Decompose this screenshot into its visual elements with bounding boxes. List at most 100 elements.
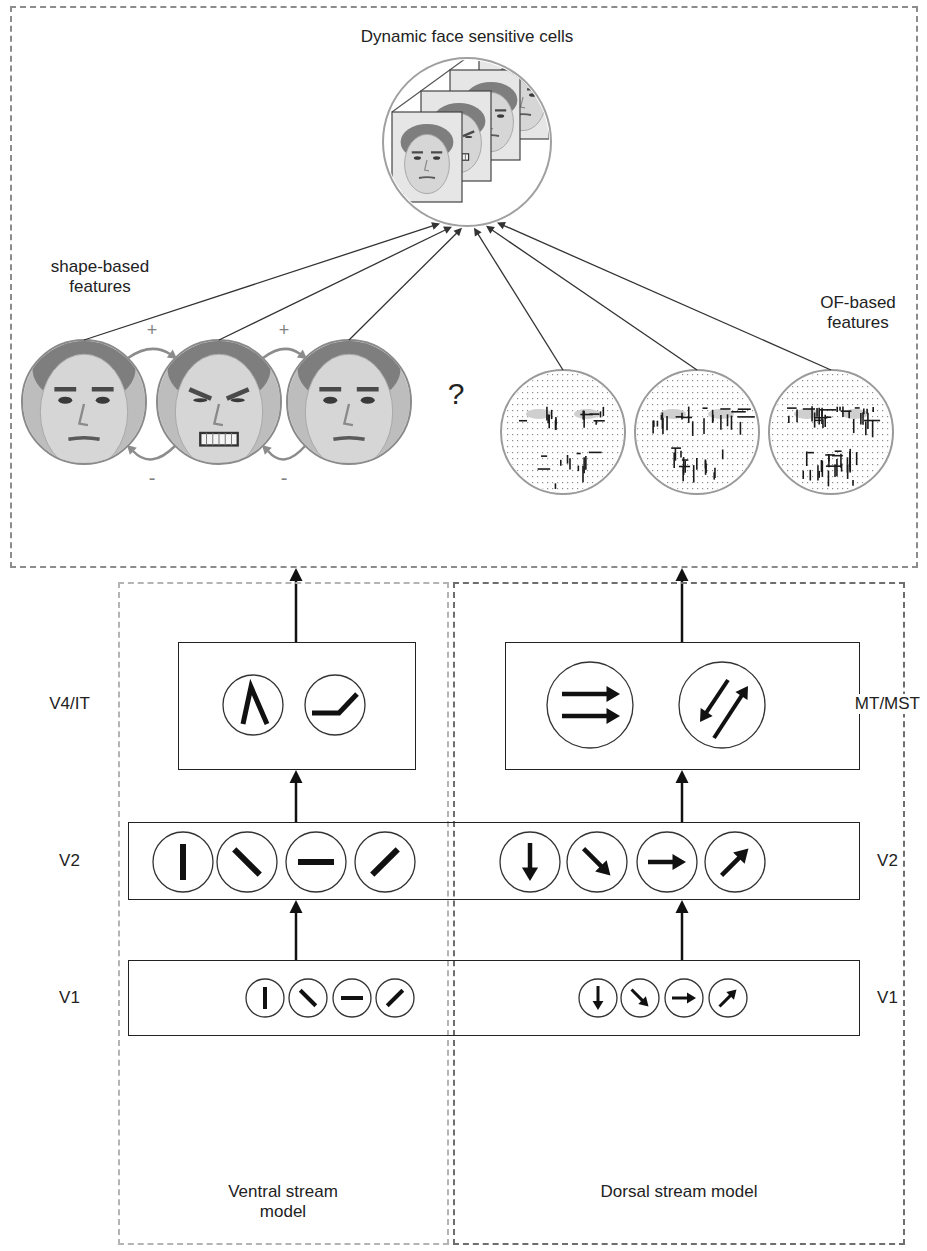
flow-vector	[820, 409, 837, 411]
cell-circle	[383, 58, 551, 226]
flow-vector	[836, 459, 838, 476]
filter-circle	[333, 979, 371, 1017]
connector	[290, 568, 303, 642]
orientation-bar	[180, 844, 186, 880]
motion-arrow	[562, 708, 620, 724]
circle-ground	[501, 370, 625, 494]
arrow-shaft	[219, 230, 446, 340]
arrow-head	[676, 900, 689, 913]
motion-arrow	[700, 680, 728, 722]
eyebrow	[357, 387, 379, 392]
filter-circle	[665, 979, 703, 1017]
eyebrow	[189, 389, 211, 398]
feature-arrow	[84, 222, 440, 340]
eye	[193, 398, 207, 402]
text-slot: -	[281, 466, 288, 490]
flow-vector	[560, 460, 562, 466]
flow-vector	[872, 407, 874, 412]
flow-vector	[806, 451, 808, 466]
flow-vector	[738, 408, 751, 410]
nose	[425, 160, 429, 171]
arrow-head	[497, 222, 506, 229]
mouth	[419, 176, 435, 179]
stream-box: Ventral stream modelV4/IT	[118, 582, 449, 1245]
flow-vector	[807, 452, 814, 454]
flow-dots	[637, 372, 757, 492]
flow-vector	[835, 450, 842, 452]
sign-label: +	[279, 320, 290, 342]
text-slot: MT/MST	[853, 694, 922, 714]
flow-vector	[814, 413, 816, 428]
eye	[414, 156, 421, 160]
flow-vector	[538, 468, 551, 470]
arrow-head	[735, 686, 748, 700]
area-label: V4/IT	[47, 694, 92, 714]
inhibitory-arc	[127, 445, 175, 459]
flow-vector	[682, 466, 684, 481]
direction-arrow	[522, 843, 538, 881]
arc-head	[262, 445, 272, 455]
flow-vector	[594, 420, 605, 422]
flow-vector	[541, 455, 547, 457]
arc-head	[167, 350, 177, 359]
arrow-shaft	[478, 234, 563, 370]
feature-circle	[157, 340, 281, 464]
frame-content	[401, 124, 454, 194]
flow-vector	[852, 480, 854, 486]
direction-arrow	[648, 854, 686, 870]
flow-vector	[731, 416, 733, 430]
mouth	[68, 438, 99, 440]
flow-vector	[567, 455, 569, 464]
nose	[521, 97, 525, 108]
arrow-head	[607, 686, 621, 702]
flow-vector	[548, 415, 550, 429]
eyebrow	[463, 131, 474, 136]
face-sequence	[383, 48, 551, 226]
excitatory-arc	[263, 349, 307, 359]
frame-box	[392, 112, 462, 202]
text-slot: +	[147, 320, 158, 342]
mouth	[200, 433, 237, 445]
filter-circle	[679, 662, 765, 748]
arrow-shaft	[492, 230, 697, 370]
flow-vector	[828, 456, 830, 468]
connector-line	[295, 913, 298, 960]
optic-flow-feature	[635, 370, 759, 494]
inhibitory-arc	[262, 445, 305, 459]
arrow-shaft	[632, 990, 643, 1001]
flow-vector	[712, 410, 714, 423]
arrow-head	[522, 868, 538, 882]
flow-vector	[848, 412, 850, 419]
arc-head	[127, 445, 137, 455]
flow-vector	[693, 465, 695, 482]
text-slot: Dorsal stream model	[599, 1182, 759, 1202]
flow-vector	[816, 408, 818, 417]
arrow-head	[454, 228, 462, 236]
flow-vector	[866, 409, 868, 414]
nose	[79, 404, 88, 425]
arrow-head	[486, 226, 495, 234]
tooth	[231, 433, 232, 445]
filter-circle	[286, 832, 346, 892]
eyebrow	[54, 387, 76, 392]
flow-vector	[580, 414, 593, 416]
connector-line	[681, 913, 684, 960]
shape-feature	[287, 334, 411, 470]
flow-vector	[600, 411, 602, 417]
orientation-bar	[387, 990, 403, 1006]
arrow-head	[593, 1001, 604, 1010]
filter-circle	[579, 979, 617, 1017]
flow-vector	[546, 407, 548, 421]
eye	[58, 397, 72, 404]
area-label: MT/MST	[853, 694, 922, 714]
arrow-head	[474, 228, 482, 237]
area-label: V2	[59, 851, 80, 871]
feature-circle	[22, 340, 146, 464]
text-slot: +	[279, 320, 290, 342]
connector-line	[681, 581, 684, 642]
arrow-shaft	[720, 995, 731, 1006]
flow-vector	[582, 466, 584, 482]
flow-vector	[722, 450, 724, 460]
